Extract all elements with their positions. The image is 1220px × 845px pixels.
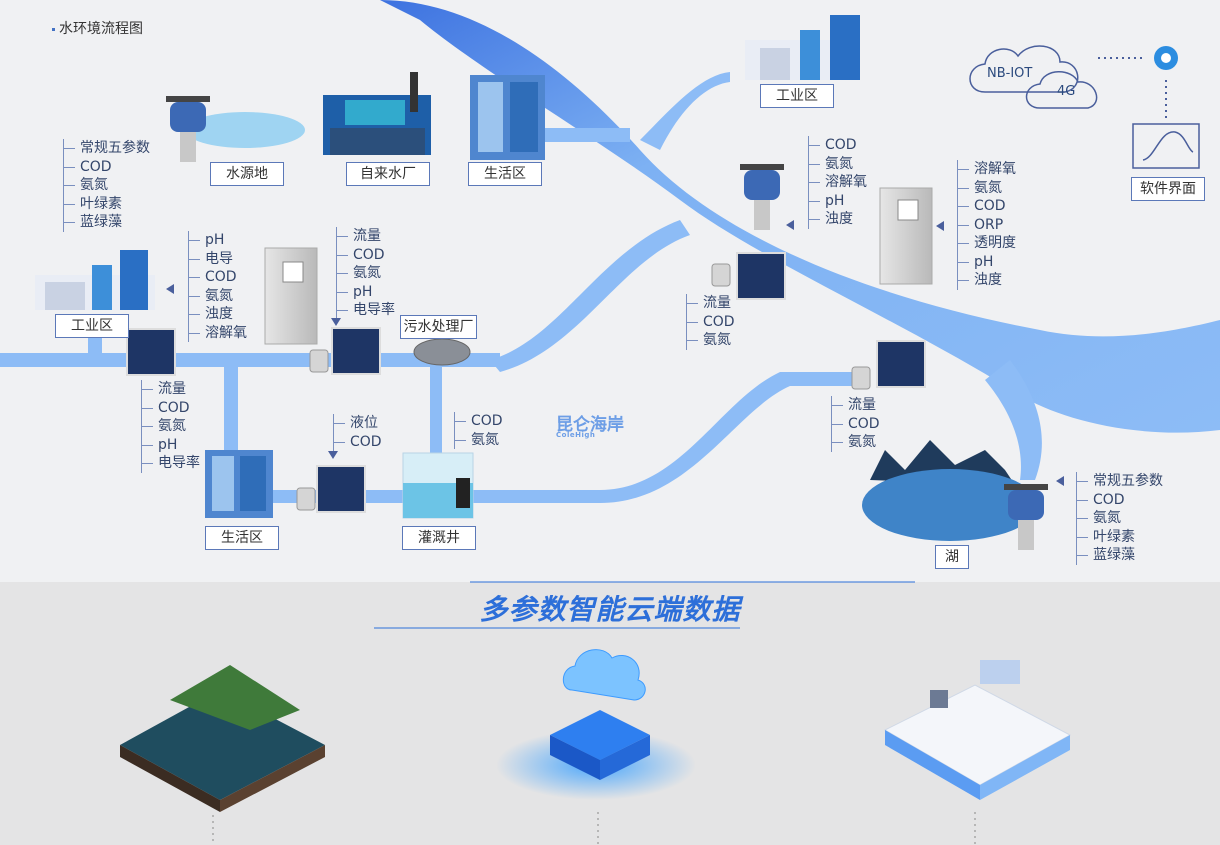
- label-water-source: 水源地: [210, 162, 284, 186]
- controller-sewage: [331, 327, 381, 375]
- arrow-left-icon: [786, 220, 794, 230]
- lower-pipe: [238, 372, 860, 503]
- buoy-source-device: [166, 96, 210, 162]
- water-source-pool: [185, 112, 305, 148]
- arrow-down-icon: [328, 451, 338, 459]
- controller-river: [736, 252, 786, 300]
- label-well: 灌溉井: [402, 526, 476, 550]
- living-top-illustration: [470, 75, 545, 160]
- controller-lake-inlet: [876, 340, 926, 388]
- industry-left-illustration: [35, 250, 155, 310]
- list-pipe-left: 流量 COD 氨氮 pH 电导率: [141, 380, 200, 473]
- arrow-down-icon: [331, 318, 341, 326]
- branch-living: [540, 128, 630, 142]
- list-well: COD 氨氮: [454, 412, 503, 449]
- list-lake-inlet: 流量 COD 氨氮: [831, 396, 880, 452]
- list-industry-left: pH 电导 COD 氨氮 浊度 溶解氧: [188, 231, 247, 342]
- branch-industry: [640, 72, 730, 150]
- factory-illustration: [883, 660, 1072, 800]
- page-title: 水环境流程图: [52, 18, 143, 38]
- lake-stream: [985, 360, 1042, 480]
- label-living-top: 生活区: [468, 162, 542, 186]
- list-river-buoy: COD 氨氮 溶解氧 pH 浊度: [808, 136, 867, 229]
- label-lake: 湖: [935, 545, 969, 569]
- label-industry-left: 工业区: [55, 314, 129, 338]
- network-cloud-icon: [969, 45, 1098, 109]
- headline: 多参数智能云端数据: [479, 593, 741, 626]
- cellular-label: 4G: [1057, 84, 1076, 99]
- arrow-left-icon: [166, 284, 174, 294]
- list-river-mid: 流量 COD 氨氮: [686, 294, 735, 350]
- list-source: 常规五参数 COD 氨氮 叶绿素 蓝绿藻: [63, 139, 150, 232]
- lake-illustration: [862, 440, 1038, 541]
- sewage-disc: [413, 338, 471, 366]
- label-waterworks: 自来水厂: [346, 162, 430, 186]
- list-lake: 常规五参数 COD 氨氮 叶绿素 蓝绿藻: [1076, 472, 1163, 565]
- controller-pipe-left: [126, 328, 176, 376]
- well-tank-illustration: [402, 452, 474, 519]
- buoy-lake-device: [1004, 484, 1048, 550]
- label-living-bottom: 生活区: [205, 526, 279, 550]
- list-river-cabinet: 溶解氧 氨氮 COD ORP 透明度 pH 浊度: [957, 160, 1016, 290]
- label-software: 软件界面: [1131, 177, 1205, 201]
- arrow-left-icon: [1056, 476, 1064, 486]
- waterworks-illustration: [323, 72, 431, 155]
- pipe-sewage: [490, 220, 690, 372]
- nbiot-label: NB-IOT: [987, 66, 1033, 81]
- river: [380, 0, 1220, 433]
- controller-level: [316, 465, 366, 513]
- title-bullet-icon: [52, 27, 55, 31]
- list-sewage-cabinet: 流量 COD 氨氮 pH 电导率: [336, 227, 395, 320]
- label-sewage: 污水处理厂: [400, 315, 477, 339]
- cloud-server-illustration: [550, 649, 650, 780]
- label-industry-top: 工业区: [760, 84, 834, 108]
- monitor-icon: [1132, 123, 1200, 169]
- list-level: 液位 COD: [333, 414, 382, 451]
- terrain-illustration: [120, 665, 325, 812]
- arrow-left-icon: [936, 221, 944, 231]
- industry-top-illustration: [745, 15, 860, 80]
- living-bottom-illustration: [205, 450, 273, 518]
- buoy-river-device: [740, 164, 784, 230]
